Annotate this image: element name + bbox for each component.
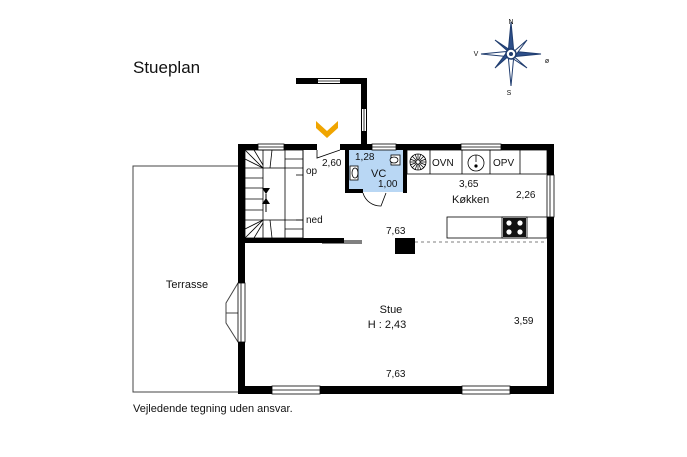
living-label: Stue	[380, 304, 403, 316]
kitchen-counter-top	[406, 149, 548, 175]
compass-o-label: ø	[545, 58, 550, 65]
entry-door	[316, 149, 341, 159]
stairs-down-label: ned	[306, 215, 323, 226]
compass-s-label: S	[507, 90, 512, 97]
compass-rose: N S V ø	[474, 19, 550, 97]
disclaimer: Vejledende tegning uden ansvar.	[133, 403, 293, 415]
kitchen-label: Køkken	[452, 194, 489, 206]
hob-icon	[503, 218, 526, 237]
stairs-up-label: op	[306, 166, 318, 177]
sliding-door	[322, 240, 362, 244]
stair-arrows	[262, 188, 270, 212]
oven-label: OVN	[432, 158, 454, 169]
porch-walls	[296, 78, 367, 144]
stove-icon	[409, 153, 427, 171]
staircase	[244, 149, 304, 239]
porch-windows	[318, 80, 365, 131]
kitchen-depth-dim: 2,26	[516, 190, 536, 201]
exterior-windows	[237, 143, 555, 395]
kitchen-width-dim: 3,65	[459, 179, 479, 190]
entry-arrow-icon	[316, 121, 338, 138]
terrace-label: Terrasse	[166, 279, 208, 291]
wc-depth-dim: 1,00	[378, 179, 398, 190]
living-height: H : 2,43	[368, 319, 407, 331]
plan-title: Stueplan	[133, 58, 200, 77]
living-width-dim: 7,63	[386, 369, 406, 380]
wc-width-dim: 1,28	[355, 152, 375, 163]
upper-width-dim: 7,63	[386, 226, 406, 237]
living-depth-dim: 3,59	[514, 316, 534, 327]
dishwasher-label: OPV	[493, 158, 514, 169]
entry-dimension: 2,60	[322, 158, 342, 169]
wc-label: VC	[371, 168, 386, 180]
wc-fixtures	[349, 154, 401, 181]
terrace-outline	[132, 165, 239, 393]
compass-n-label: N	[508, 19, 513, 26]
compass-v-label: V	[474, 51, 479, 58]
kitchen-island	[446, 216, 548, 239]
sink-icon	[467, 154, 485, 172]
wc-door	[362, 192, 387, 207]
